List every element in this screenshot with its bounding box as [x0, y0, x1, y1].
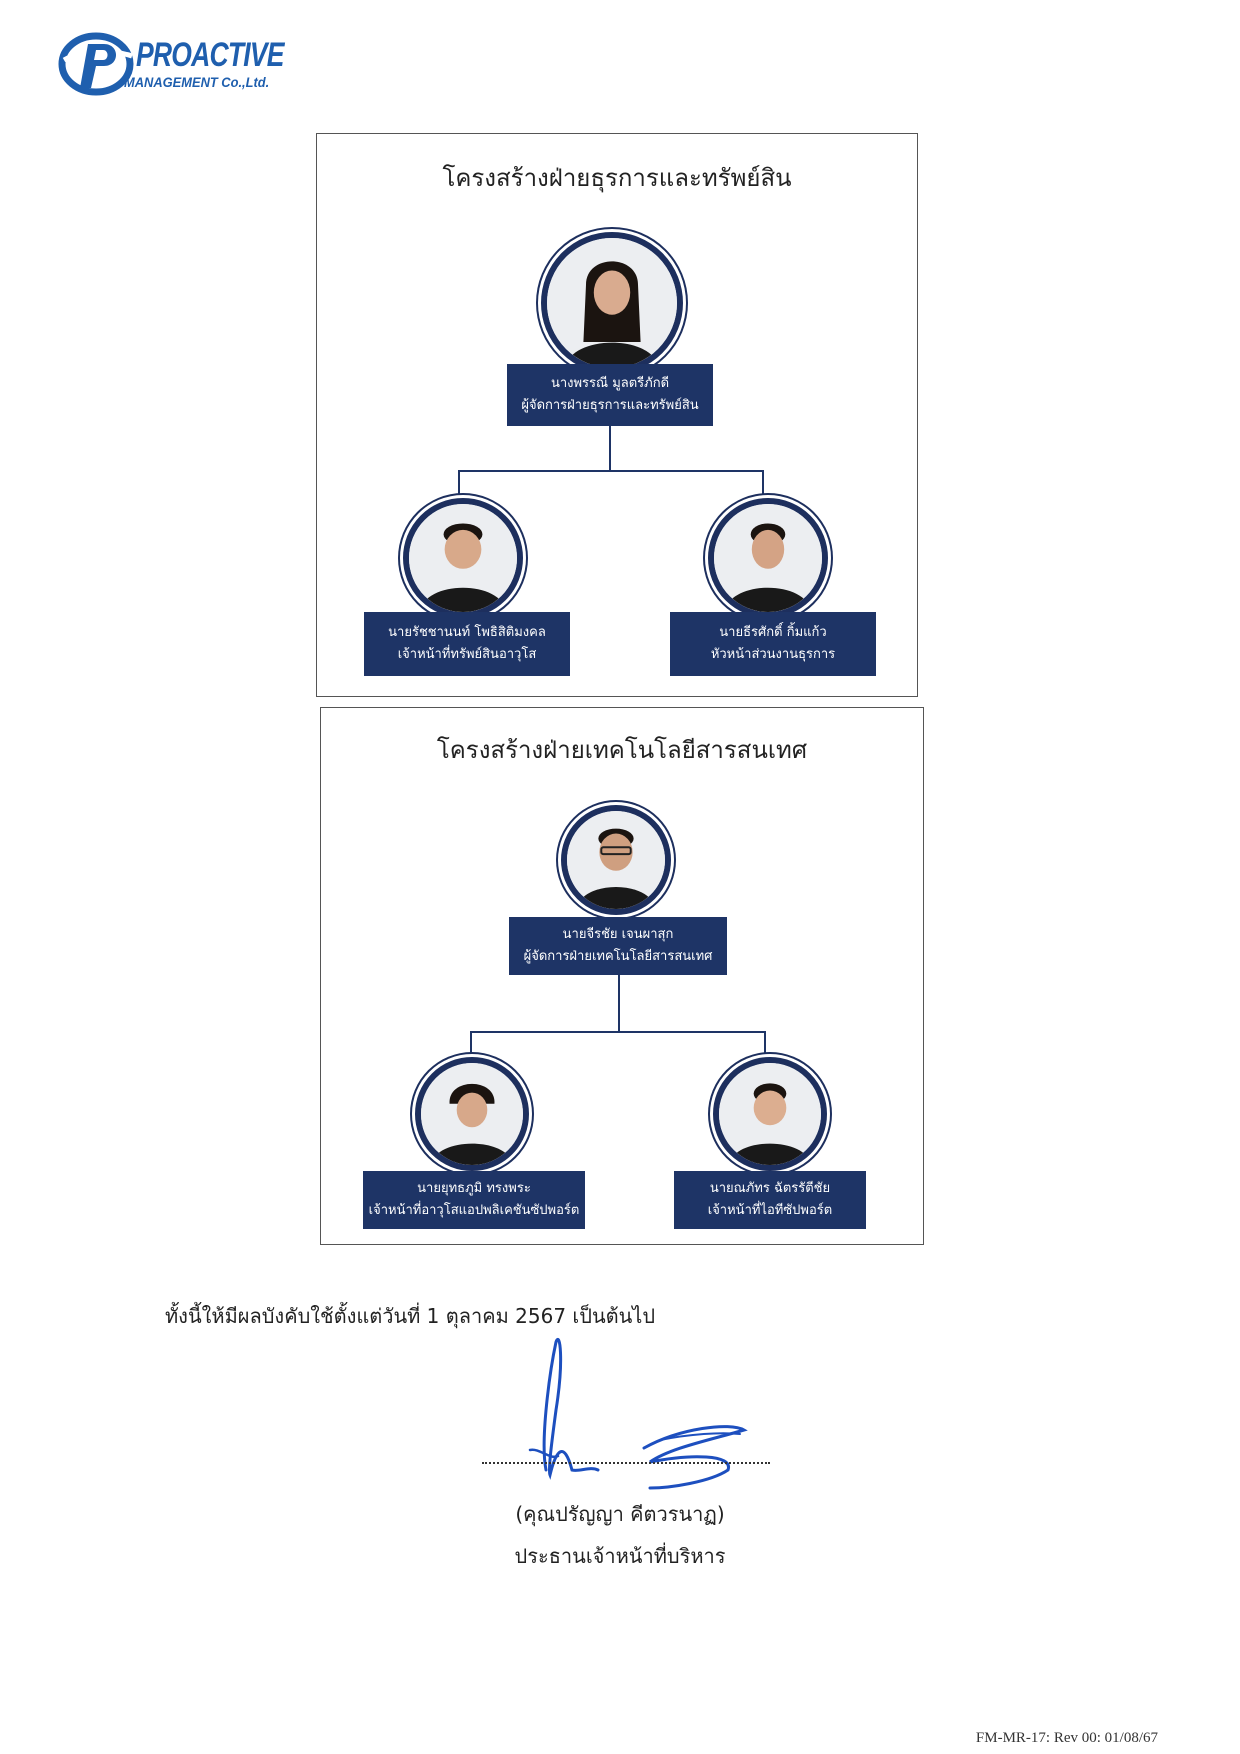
staff-photo — [713, 1057, 827, 1171]
staff-namebox: นายณภัทร ฉัตรรัตีชัย เจ้าหน้าที่ไอทีซัปพ… — [674, 1171, 866, 1229]
staff-position: เจ้าหน้าที่ไอทีซัปพอร์ต — [707, 1203, 833, 1218]
person-avatar-icon — [567, 811, 665, 909]
connector-vertical — [618, 975, 620, 1031]
org-chart-title: โครงสร้างฝ่ายธุรการและทรัพย์สิน — [442, 164, 792, 192]
manager-name: นายจีรชัย เจนผาสุก — [562, 927, 674, 942]
connector-horizontal — [470, 1031, 766, 1033]
staff-photo — [708, 498, 828, 618]
manager-photo — [561, 805, 671, 915]
form-code: FM-MR-17: Rev 00: 01/08/67 — [975, 1730, 1158, 1746]
staff-name: นายยุทธภูมิ ทรงพระ — [417, 1181, 531, 1196]
org-chart-business-assets: โครงสร้างฝ่ายธุรการและทรัพย์สิน นางพรรณี… — [316, 133, 918, 697]
staff-namebox: นายรัชชานนท์ โพธิสิติมงคล เจ้าหน้าที่ทรั… — [364, 612, 570, 676]
logo-name: PROACTIVE — [136, 36, 284, 74]
connector-left — [458, 470, 460, 498]
manager-position: ผู้จัดการฝ่ายธุรการและทรัพย์สิน — [521, 398, 699, 413]
person-avatar-icon — [547, 238, 677, 368]
person-avatar-icon — [714, 504, 822, 612]
manager-name: นางพรรณี มูลตรีภักดี — [550, 376, 670, 391]
person-avatar-icon — [409, 504, 517, 612]
connector-right — [762, 470, 764, 498]
staff-position: เจ้าหน้าที่อาวุโสแอปพลิเคชันซัปพอร์ต — [368, 1203, 580, 1218]
manager-namebox: นายจีรชัย เจนผาสุก ผู้จัดการฝ่ายเทคโนโลย… — [509, 917, 727, 975]
manager-position: ผู้จัดการฝ่ายเทคโนโลยีสารสนเทศ — [523, 949, 713, 964]
org-chart-information-technology: โครงสร้างฝ่ายเทคโนโลยีสารสนเทศ นายจีรชัย… — [320, 707, 924, 1245]
logo-mark-icon — [58, 32, 134, 96]
staff-photo — [403, 498, 523, 618]
manager-namebox: นางพรรณี มูลตรีภักดี ผู้จัดการฝ่ายธุรการ… — [507, 364, 713, 426]
effective-date-statement: ทั้งนี้ให้มีผลบังคับใช้ตั้งแต่วันที่ 1 ต… — [165, 1304, 656, 1328]
person-avatar-icon — [421, 1063, 523, 1165]
connector-vertical — [609, 426, 611, 470]
handwritten-signature — [528, 1338, 748, 1490]
org-chart-title: โครงสร้างฝ่ายเทคโนโลยีสารสนเทศ — [436, 736, 808, 764]
staff-position: หัวหน้าส่วนงานธุรการ — [710, 647, 836, 662]
staff-namebox: นายยุทธภูมิ ทรงพระ เจ้าหน้าที่อาวุโสแอปพ… — [363, 1171, 585, 1229]
staff-name: นายรัชชานนท์ โพธิสิติมงคล — [388, 625, 546, 640]
staff-name: นายธีรศักดิ์ กิ้มแก้ว — [719, 625, 827, 640]
signer-name: (คุณปรัญญา คีตวรนาฏ) — [515, 1502, 725, 1526]
logo-subname: MANAGEMENT Co.,Ltd. — [124, 74, 270, 90]
signature-line — [482, 1462, 770, 1464]
staff-namebox: นายธีรศักดิ์ กิ้มแก้ว หัวหน้าส่วนงานธุรก… — [670, 612, 876, 676]
staff-photo — [415, 1057, 529, 1171]
connector-right — [764, 1031, 766, 1057]
signer-title: ประธานเจ้าหน้าที่บริหาร — [514, 1544, 726, 1568]
connector-left — [470, 1031, 472, 1057]
company-logo: PROACTIVE MANAGEMENT Co.,Ltd. — [58, 30, 298, 100]
manager-photo — [541, 232, 683, 374]
person-avatar-icon — [719, 1063, 821, 1165]
staff-name: นายณภัทร ฉัตรรัตีชัย — [709, 1181, 831, 1196]
connector-horizontal — [458, 470, 764, 472]
staff-position: เจ้าหน้าที่ทรัพย์สินอาวุโส — [397, 647, 537, 662]
